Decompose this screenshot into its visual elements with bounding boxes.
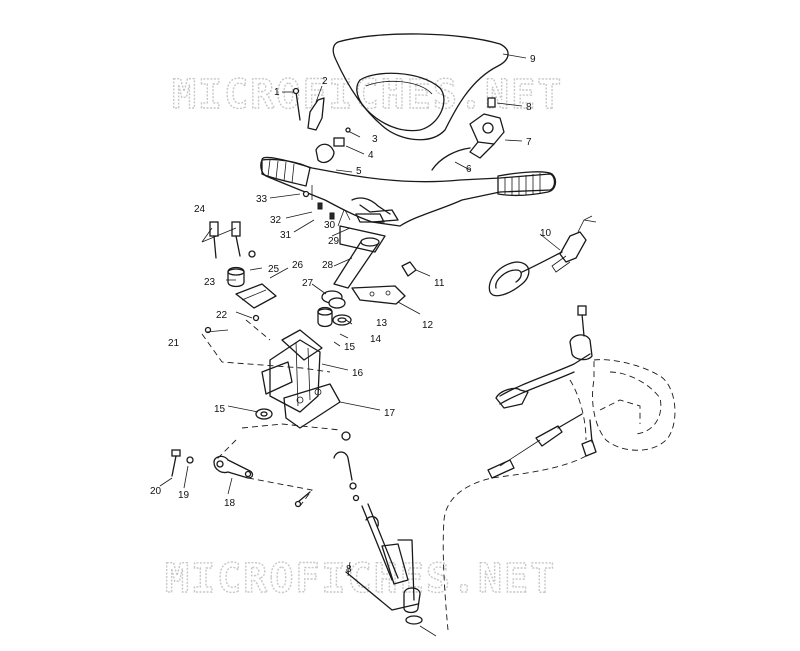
drag-link xyxy=(333,431,437,637)
callout-32: 32 xyxy=(270,215,282,226)
callout-19: 19 xyxy=(178,490,190,501)
pitman-arm xyxy=(171,449,311,508)
steering-support xyxy=(255,329,341,429)
callout-6: 6 xyxy=(466,164,472,175)
callout-11: 11 xyxy=(434,278,445,289)
align-line-22 xyxy=(245,319,271,341)
callout-2: 2 xyxy=(322,76,328,87)
left-hardware xyxy=(201,221,277,334)
handlebar-pad xyxy=(332,33,527,141)
bearing-stack xyxy=(317,290,352,328)
align-line-15 xyxy=(215,423,341,461)
carburetor xyxy=(569,359,676,457)
callout-29: 29 xyxy=(328,236,340,247)
steering-post xyxy=(302,185,386,289)
callout-10: 10 xyxy=(540,228,552,239)
callout-9: 9 xyxy=(530,54,536,65)
throttle-control xyxy=(469,113,523,159)
callout-12: 12 xyxy=(422,320,434,331)
screw-8-top xyxy=(487,97,523,108)
handlebar xyxy=(260,156,557,227)
callout-25: 25 xyxy=(268,264,280,275)
leader-lines xyxy=(159,85,561,577)
callout-22: 22 xyxy=(216,310,228,321)
align-line-18 xyxy=(247,477,313,507)
callout-labels: 1 2 3 4 5 6 7 8 9 10 11 12 13 14 15 16 1… xyxy=(150,54,552,575)
clamp-parts xyxy=(292,87,365,164)
callout-27: 27 xyxy=(302,278,314,289)
callout-30: 30 xyxy=(324,220,336,231)
callout-8-top: 8 xyxy=(526,102,532,113)
callout-24: 24 xyxy=(194,204,206,215)
cable-routing xyxy=(442,455,587,631)
callout-17: 17 xyxy=(384,408,396,419)
callout-26: 26 xyxy=(292,260,304,271)
callout-1: 1 xyxy=(274,87,280,98)
callout-4: 4 xyxy=(368,150,374,161)
callout-21: 21 xyxy=(168,338,180,349)
callout-28: 28 xyxy=(322,260,334,271)
callout-16: 16 xyxy=(352,368,364,379)
callout-23: 23 xyxy=(204,277,216,288)
callout-7: 7 xyxy=(526,137,532,148)
callout-20: 20 xyxy=(150,486,162,497)
callout-15-upper: 15 xyxy=(344,342,356,353)
callout-13: 13 xyxy=(376,318,388,329)
align-line-21 xyxy=(201,333,331,373)
callout-31: 31 xyxy=(280,230,292,241)
callout-5: 5 xyxy=(356,166,362,177)
callout-15-lower: 15 xyxy=(214,404,226,415)
callout-14: 14 xyxy=(370,334,382,345)
callout-3: 3 xyxy=(372,134,378,145)
throttle-cable-lower xyxy=(487,305,593,479)
watermark-bottom: MICROFICHES.NET xyxy=(165,556,556,602)
throttle-cable xyxy=(431,147,471,171)
callout-18: 18 xyxy=(224,498,236,509)
callout-33: 33 xyxy=(256,194,268,205)
bracket-12 xyxy=(351,261,431,315)
tether-switch xyxy=(488,215,597,297)
callout-8-lower: 8 xyxy=(346,564,352,575)
